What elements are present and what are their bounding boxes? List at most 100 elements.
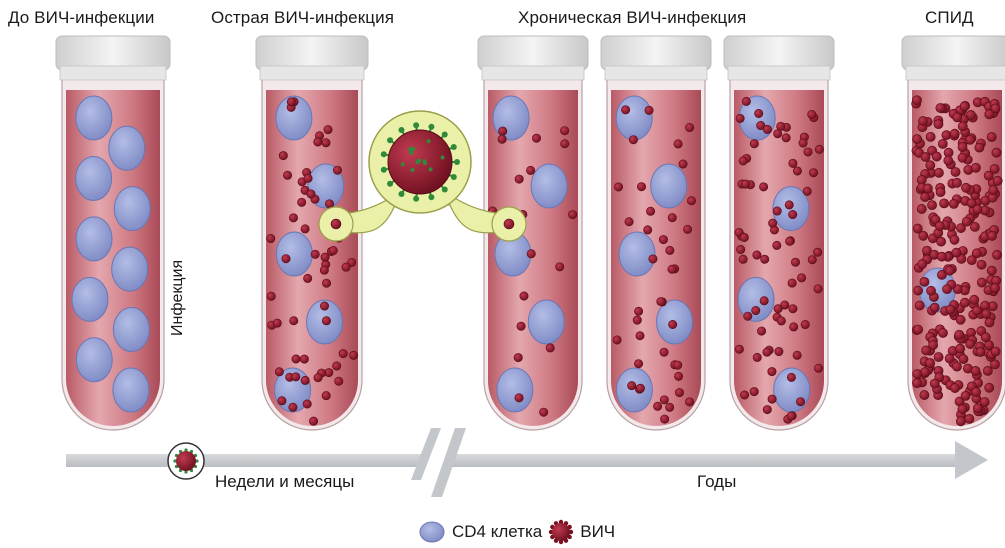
hiv-particle	[614, 183, 622, 191]
hiv-particle	[629, 136, 637, 144]
hiv-particle	[774, 304, 782, 312]
hiv-particle	[787, 412, 795, 420]
hiv-particle	[520, 292, 528, 300]
hiv-particle	[990, 283, 999, 292]
hiv-particle	[759, 183, 767, 191]
hiv-particle	[952, 178, 961, 187]
hiv-particle	[646, 207, 654, 215]
infection-marker-icon	[168, 443, 204, 479]
hiv-particle	[744, 312, 752, 320]
tube-cap	[724, 36, 834, 70]
hiv-particle	[560, 126, 568, 134]
hiv-particle	[628, 381, 636, 389]
hiv-particle	[320, 266, 328, 274]
hiv-particle	[331, 219, 341, 229]
hiv-particle	[322, 139, 330, 147]
hiv-particle	[349, 351, 357, 359]
hiv-particle	[777, 317, 785, 325]
hiv-particle	[267, 234, 275, 242]
hiv-particle	[674, 140, 682, 148]
hiv-particle	[915, 301, 924, 310]
hiv-particle	[292, 373, 300, 381]
hiv-particle	[763, 405, 771, 413]
hiv-particle	[685, 398, 693, 406]
hiv-particle	[499, 127, 507, 135]
hiv-particle	[961, 183, 970, 192]
hiv-particle	[273, 319, 281, 327]
hiv-particle	[937, 237, 946, 246]
hiv-particle	[987, 266, 996, 275]
hiv-particle	[568, 210, 576, 218]
hiv-particle	[921, 152, 930, 161]
hiv-particle	[740, 233, 748, 241]
hiv-particle	[971, 366, 980, 375]
hiv-particle	[668, 320, 676, 328]
hiv-particle	[307, 190, 315, 198]
hiv-particle	[515, 394, 523, 402]
hiv-particle	[946, 305, 955, 314]
legend: CD4 клетка ВИЧ	[418, 519, 615, 545]
hiv-particle	[320, 302, 328, 310]
hiv-particle	[660, 348, 668, 356]
hiv-particle	[514, 353, 522, 361]
hiv-particle	[539, 408, 547, 416]
hiv-particle	[752, 306, 760, 314]
hiv-particle	[918, 259, 927, 268]
hiv-particle	[936, 188, 945, 197]
hiv-particle	[768, 219, 776, 227]
hiv-particle	[984, 171, 993, 180]
hiv-legend-icon	[548, 519, 574, 545]
hiv-particle	[920, 390, 929, 399]
hiv-particle	[975, 143, 984, 152]
hiv-particle	[934, 120, 943, 129]
hiv-particle	[741, 180, 749, 188]
hiv-particle	[659, 235, 667, 243]
years-label: Годы	[697, 472, 736, 492]
hiv-particle	[527, 250, 535, 258]
hiv-particle	[675, 388, 683, 396]
cd4-cell	[72, 277, 108, 321]
hiv-particle	[785, 237, 793, 245]
cd4-cell	[528, 300, 564, 344]
hiv-particle	[918, 116, 927, 125]
hiv-particle	[799, 139, 807, 147]
hiv-particle	[789, 304, 797, 312]
hiv-particle	[959, 354, 968, 363]
hiv-particle	[742, 97, 750, 105]
hiv-particle	[950, 129, 959, 138]
hiv-particle	[934, 168, 943, 177]
tube-before	[56, 36, 170, 430]
hiv-particle	[808, 110, 816, 118]
hiv-particle	[929, 340, 938, 349]
hiv-particle	[955, 330, 964, 339]
hiv-particle	[983, 366, 992, 375]
hiv-particle	[809, 169, 817, 177]
hiv-particle	[976, 347, 985, 356]
hiv-particle	[660, 415, 668, 423]
hiv-particle	[930, 379, 939, 388]
hiv-particle	[914, 325, 923, 334]
hiv-particle	[981, 301, 990, 310]
hiv-particle	[637, 183, 645, 191]
hiv-particle	[546, 344, 554, 352]
hiv-particle	[796, 398, 804, 406]
hiv-particle	[322, 391, 330, 399]
hiv-particle	[971, 163, 980, 172]
hiv-particle	[945, 266, 954, 275]
hiv-particle	[498, 135, 506, 143]
hiv-particle	[278, 397, 286, 405]
hiv-particle	[561, 140, 569, 148]
hiv-particle	[940, 199, 949, 208]
hiv-particle	[282, 254, 290, 262]
hiv-particle	[666, 246, 674, 254]
hiv-particle	[753, 251, 761, 259]
hiv-particle	[956, 315, 965, 324]
hiv-particle	[938, 139, 947, 148]
tube-cap	[56, 36, 170, 70]
hiv-particle	[775, 347, 783, 355]
hiv-particle	[926, 286, 935, 295]
hiv-particle	[949, 199, 958, 208]
hiv-particle	[674, 372, 682, 380]
hiv-particle	[768, 367, 776, 375]
hiv-particle	[636, 332, 644, 340]
